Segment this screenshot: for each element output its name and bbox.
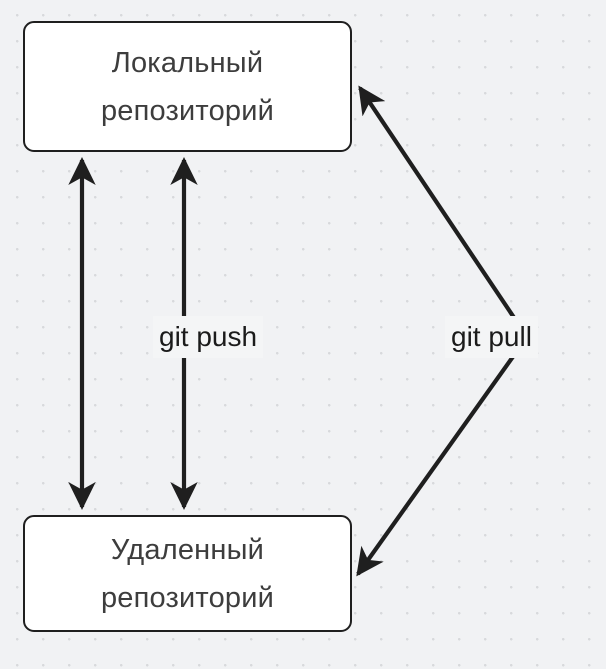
node-remote-line-2: репозиторий: [100, 581, 275, 614]
edge-label-git-pull: git pull: [445, 316, 538, 358]
node-local-repository[interactable]: Локальный репозиторий: [23, 21, 352, 152]
edge-pull-lower: [356, 335, 529, 577]
edge-label-git-push: git push: [153, 316, 264, 358]
node-local-line-1: Локальный: [111, 46, 264, 79]
edge-pull-upper: [358, 85, 529, 339]
node-remote-repository[interactable]: Удаленный репозиторий: [23, 515, 352, 632]
node-remote-line-1: Удаленный: [110, 533, 265, 566]
node-local-line-2: репозиторий: [100, 94, 275, 127]
